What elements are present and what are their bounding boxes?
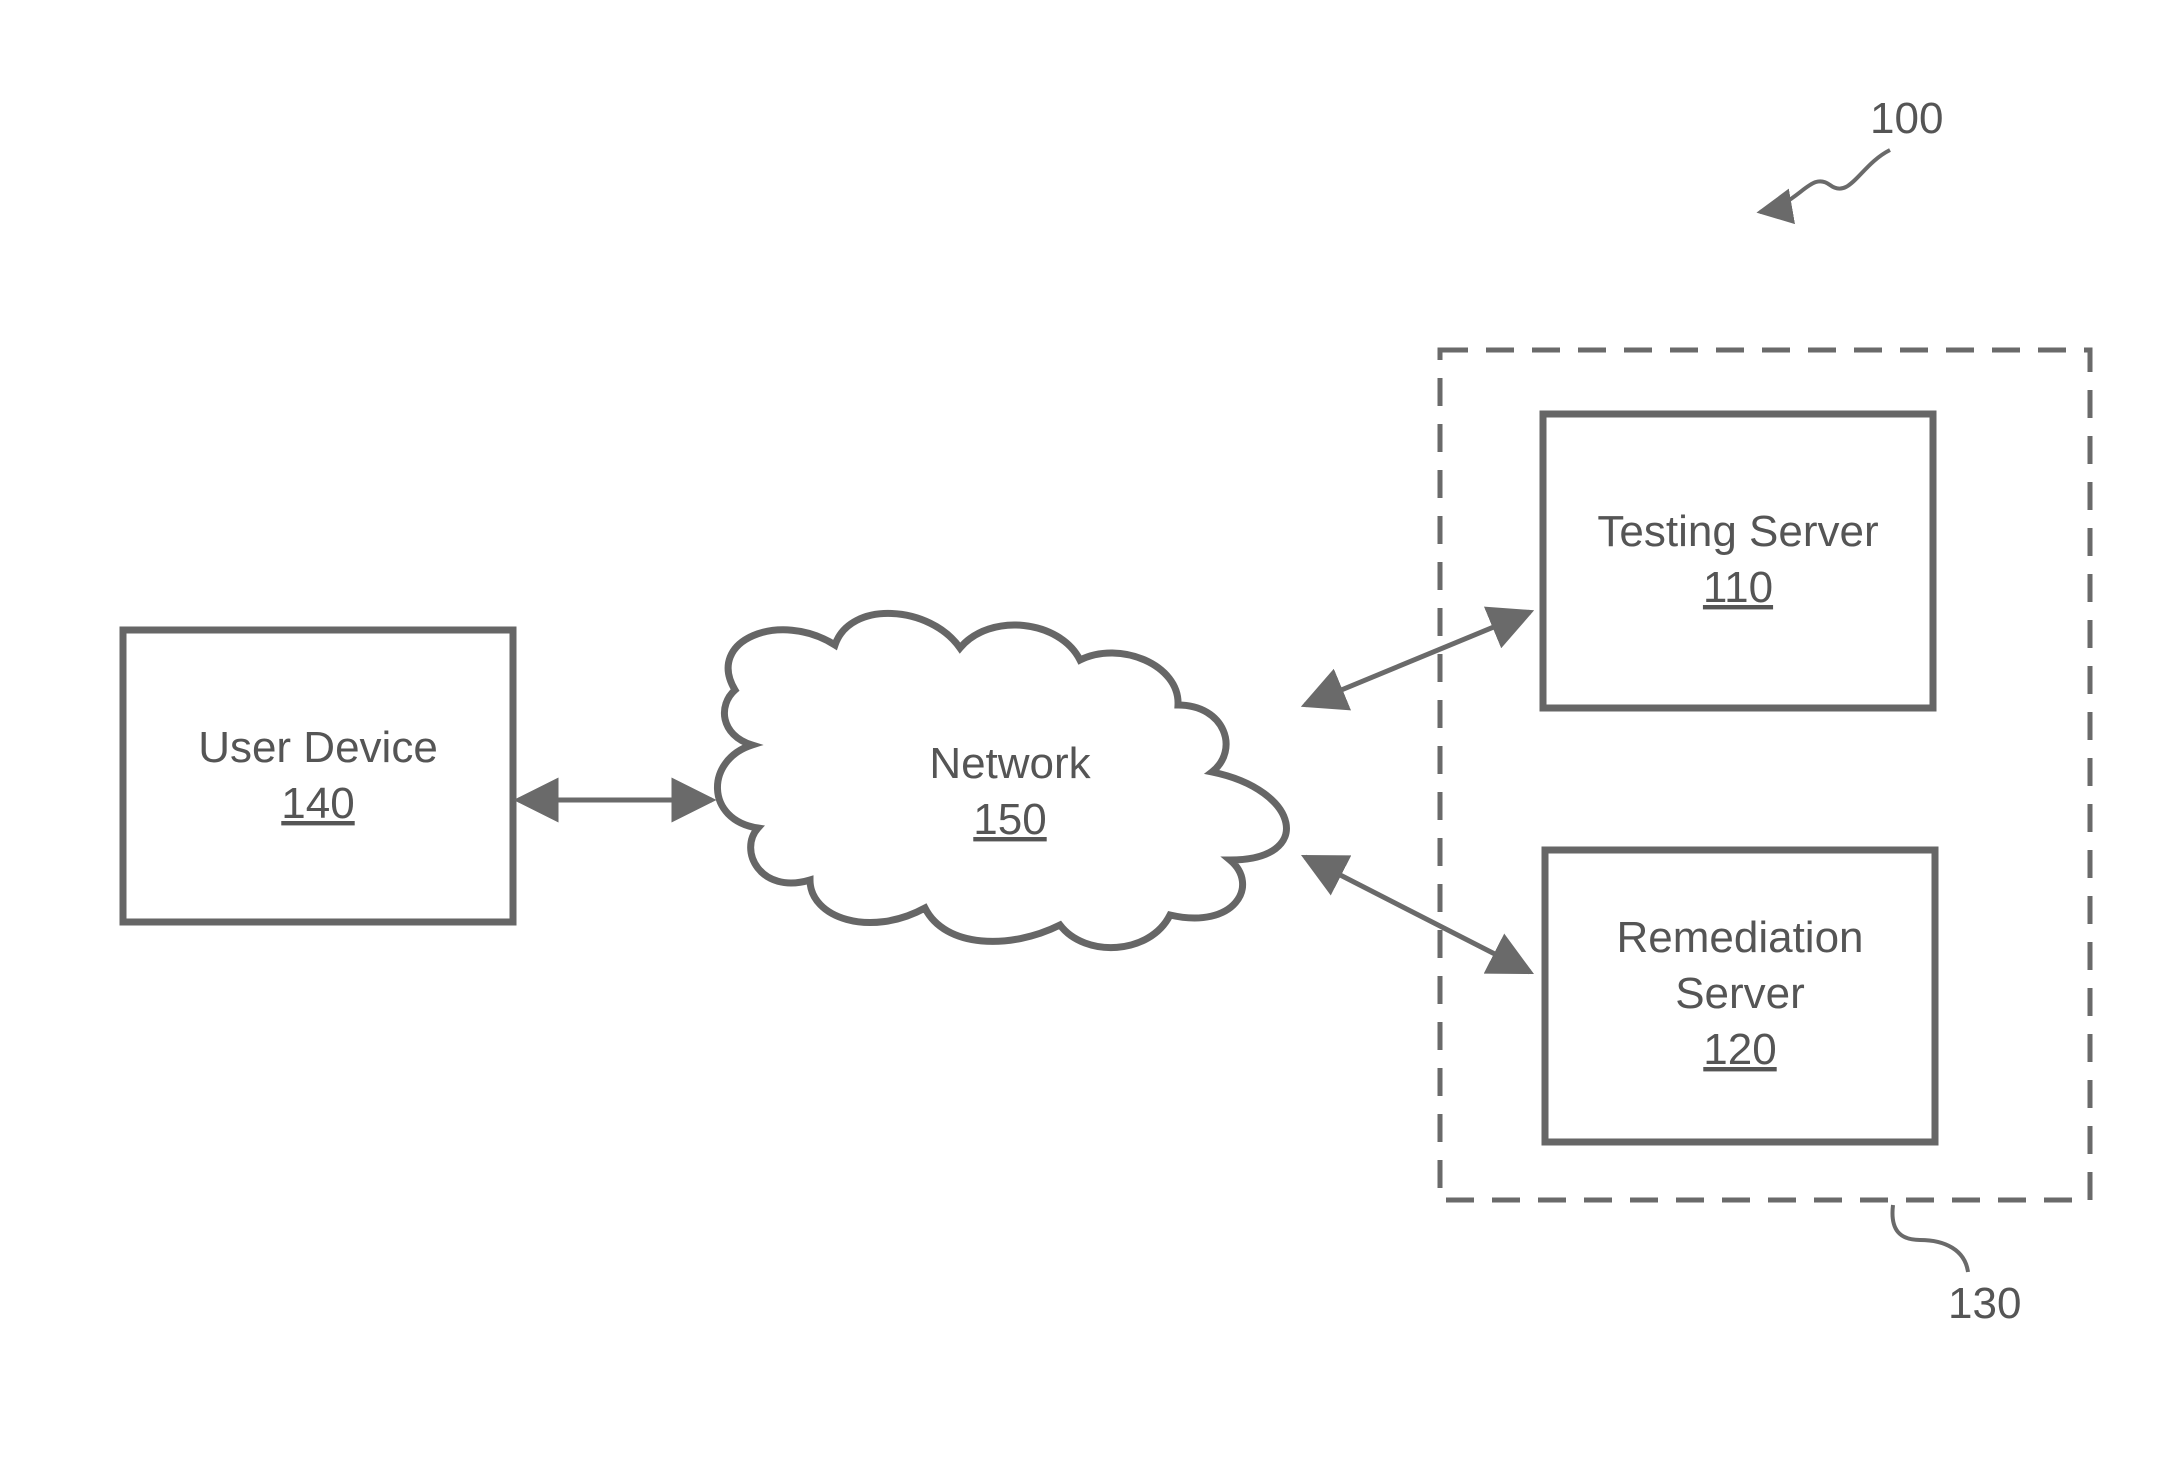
- figure-ref-100: 100: [1870, 94, 1943, 143]
- arrow-network-remediation-server: [1305, 857, 1530, 972]
- arrow-network-testing-server: [1305, 612, 1530, 705]
- testing-server-box: [1543, 414, 1933, 708]
- group-ref-130: 130: [1948, 1279, 2021, 1328]
- figure-ref-100-squiggle: [1760, 150, 1890, 212]
- user-device-label: User Device: [198, 723, 438, 772]
- remediation-server-label-line2: Server: [1675, 969, 1805, 1018]
- testing-server-ref: 110: [1703, 563, 1773, 612]
- user-device-ref: 140: [281, 779, 354, 828]
- user-device-box: [123, 630, 513, 922]
- network-ref: 150: [973, 795, 1046, 844]
- remediation-server-ref: 120: [1703, 1025, 1776, 1074]
- group-ref-130-squiggle: [1892, 1205, 1968, 1272]
- network-label: Network: [929, 739, 1091, 788]
- remediation-server-label-line1: Remediation: [1616, 913, 1863, 962]
- testing-server-label: Testing Server: [1597, 507, 1878, 556]
